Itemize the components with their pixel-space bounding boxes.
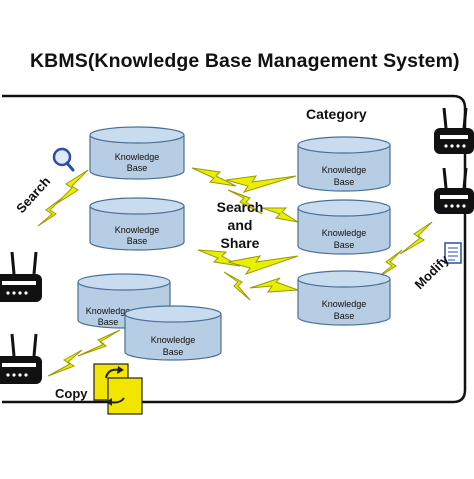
database-left-2: Knowledge Base [89,197,185,251]
lightning-icon-top-share [191,167,299,223]
db-label-line2: Base [334,177,355,187]
system-boundary [2,94,467,404]
lightning-icon-bottom-share [197,249,299,301]
magnifier-icon [52,147,75,172]
copy-icon [93,363,143,415]
db-label-line2: Base [163,347,184,357]
database-right-3: Knowledge Base [297,270,391,326]
database-left-4: Knowledge Base [124,305,222,361]
db-label-line2: Base [127,236,148,246]
db-label-line2: Base [98,317,119,327]
label-search-and-share-1: Search [217,199,264,215]
db-label-line1: Knowledge [86,306,131,316]
router-icon-left-bottom [0,333,42,384]
label-category: Category [306,106,367,122]
label-search-and-share-2: and [228,217,253,233]
router-icon-right-mid [434,167,474,214]
db-label-line1: Knowledge [115,152,160,162]
database-left-1: Knowledge Base [89,126,185,180]
lightning-icon-copy [47,329,121,377]
document-icon [444,242,462,264]
db-label-line2: Base [334,240,355,250]
lightning-icon-search [37,169,89,227]
db-label-line1: Knowledge [115,225,160,235]
label-search-and-share-3: Share [221,235,260,251]
router-icon-right-top [434,107,474,154]
label-copy: Copy [55,386,88,401]
page-title: KBMS(Knowledge Base Management System) [30,50,460,72]
db-label-line1: Knowledge [322,165,367,175]
database-right-1: Knowledge Base [297,136,391,192]
db-label-line1: Knowledge [322,299,367,309]
label-modify: Modify [412,251,453,292]
db-label-line2: Base [334,311,355,321]
db-label-line2: Base [127,163,148,173]
database-right-2: Knowledge Base [297,199,391,255]
router-icon-left-top [0,251,42,302]
db-label-line1: Knowledge [151,335,196,345]
db-label-line1: Knowledge [322,228,367,238]
